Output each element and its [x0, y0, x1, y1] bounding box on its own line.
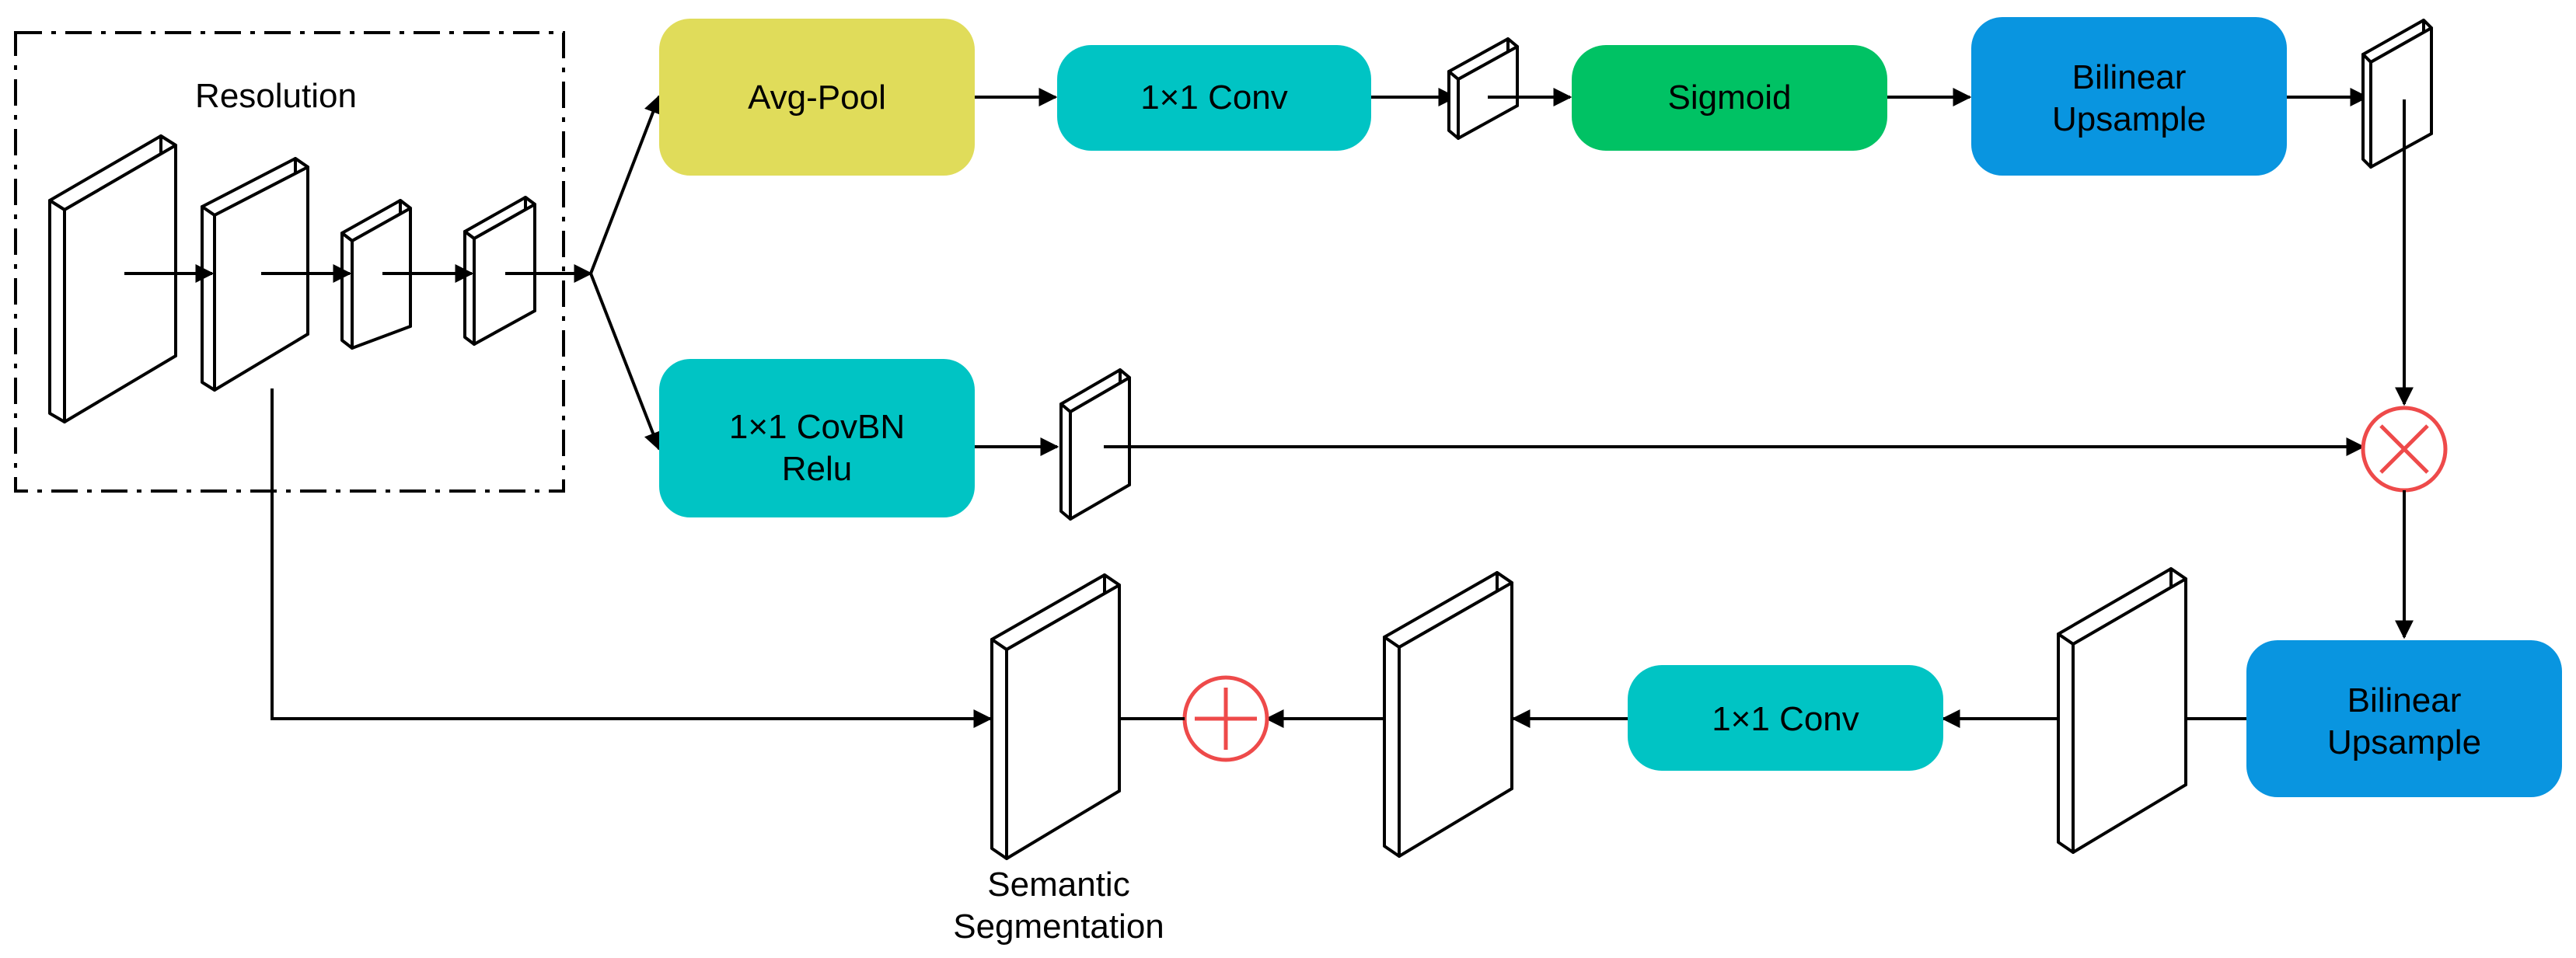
conv-top-label: 1×1 Conv	[1140, 78, 1288, 117]
resolution-region	[14, 31, 565, 493]
encoder-block-3	[340, 199, 412, 350]
encoder-block-2	[201, 157, 309, 392]
output-feature	[990, 573, 1121, 860]
multiply-operator	[2361, 406, 2448, 493]
output-label-line1: Semantic	[987, 866, 1129, 904]
covbn-box	[659, 359, 975, 517]
conv-bottom-box	[1628, 665, 1943, 771]
conv-top-box	[1057, 45, 1371, 151]
encoder-block-1	[48, 134, 177, 423]
avgpool-box	[659, 19, 975, 176]
upsample-top-label-line2: Upsample	[2052, 100, 2206, 138]
covbn-feature	[1059, 368, 1131, 521]
decoder-feature-1	[2057, 567, 2187, 854]
attention-map-feature	[2361, 19, 2433, 169]
sigmoid-label: Sigmoid	[1668, 78, 1792, 117]
covbn-label-line1: 1×1 CovBN	[729, 408, 905, 446]
sigmoid-box	[1572, 45, 1887, 151]
conv-bottom-label: 1×1 Conv	[1712, 700, 1859, 738]
upsample-bottom-label-line1: Bilinear	[2347, 681, 2462, 719]
avgpool-label: Avg-Pool	[748, 78, 886, 117]
decoder-feature-2	[1383, 571, 1513, 858]
output-label-line2: Segmentation	[953, 907, 1164, 946]
upsample-top-box	[1971, 17, 2287, 176]
encoder-block-4	[463, 196, 536, 346]
add-operator	[1182, 675, 1269, 762]
upsample-bottom-box	[2246, 640, 2562, 797]
skip-connection-arrow	[271, 388, 993, 728]
upsample-top-label-line1: Bilinear	[2072, 58, 2187, 96]
attention-feature-small	[1447, 37, 1519, 140]
upsample-bottom-label-line2: Upsample	[2327, 723, 2481, 761]
branch-split-arrows	[589, 94, 662, 451]
resolution-label: Resolution	[195, 77, 357, 115]
covbn-label-line2: Relu	[782, 450, 853, 488]
